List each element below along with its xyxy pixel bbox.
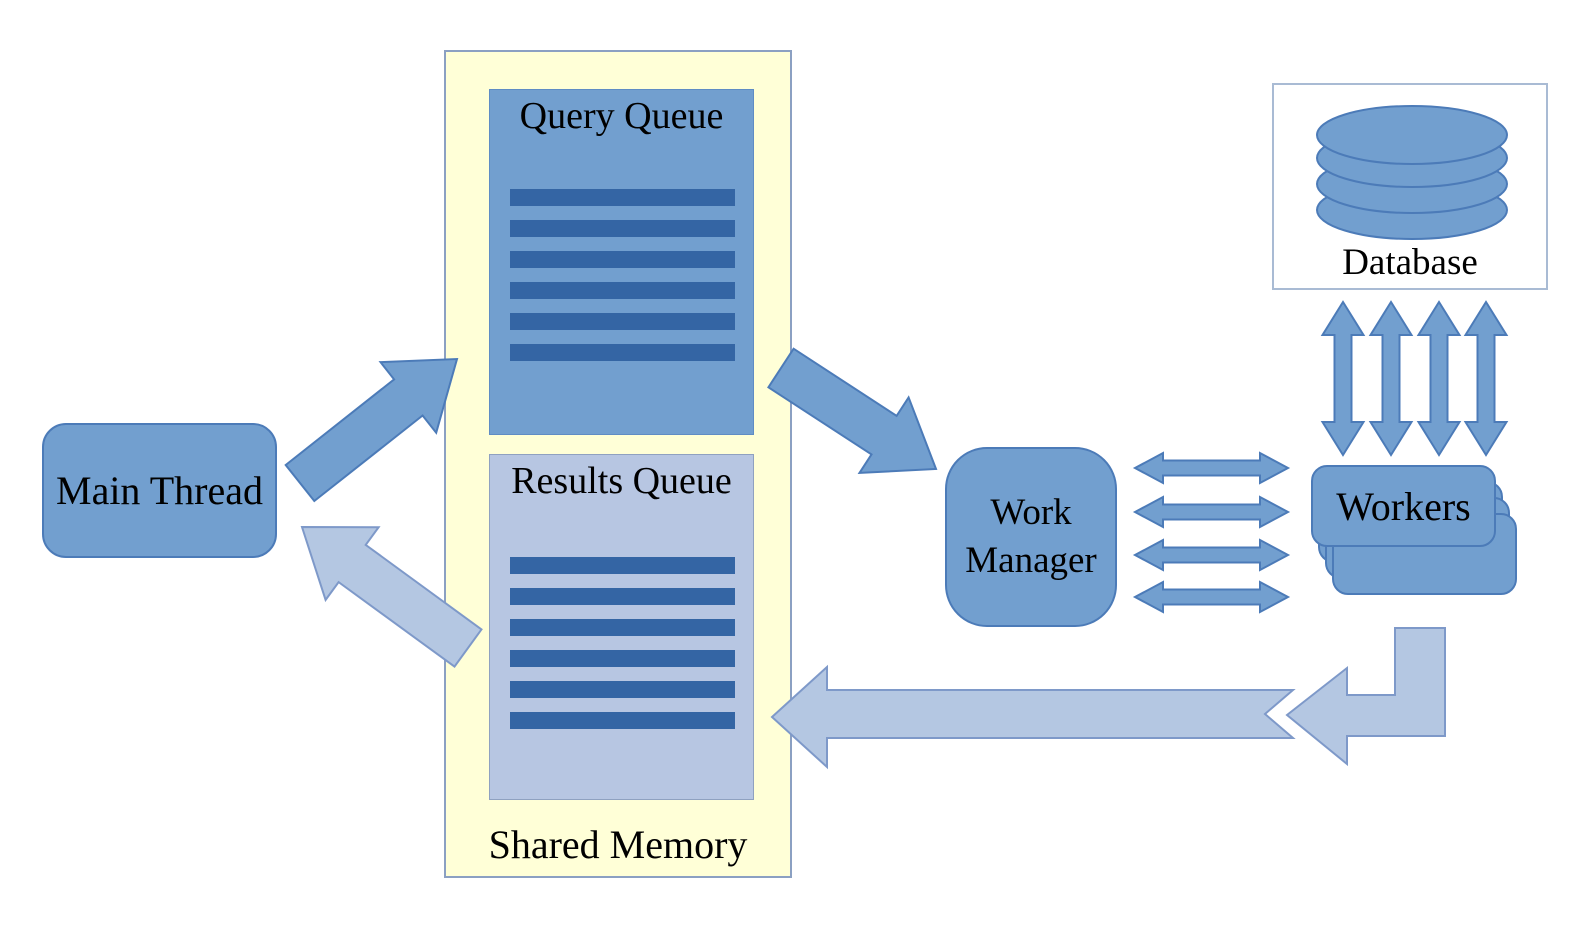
database-label: Database [1342, 242, 1478, 283]
queue-item-stripe [510, 282, 735, 299]
workers-label: Workers [1336, 483, 1471, 529]
queue-item-stripe [510, 557, 735, 574]
arrow-workers-database-4 [1463, 300, 1509, 457]
node-query-queue: Query Queue [489, 89, 754, 435]
arrow-query-queue-to-work-manager [767, 347, 938, 474]
node-main-thread: Main Thread [42, 423, 277, 558]
arrow-work-manager-workers-1 [1132, 451, 1291, 485]
arrow-workers-database-3 [1416, 300, 1462, 457]
queue-item-stripe [510, 189, 735, 206]
arrow-work-manager-workers-4 [1132, 580, 1291, 614]
node-work-manager: Work Manager [945, 447, 1117, 627]
arrow-work-manager-workers-3 [1132, 538, 1291, 572]
main-thread-label: Main Thread [56, 468, 263, 513]
queue-item-stripe [510, 251, 735, 268]
shared-memory-label: Shared Memory [488, 822, 748, 867]
node-database: Database [1272, 83, 1548, 290]
query-queue-label: Query Queue [519, 95, 724, 137]
queue-item-stripe [510, 344, 735, 361]
query-queue-items [510, 189, 735, 375]
queue-item-stripe [510, 313, 735, 330]
queue-item-stripe [510, 619, 735, 636]
queue-item-stripe [510, 220, 735, 237]
queue-item-stripe [510, 712, 735, 729]
queue-item-stripe [510, 588, 735, 605]
arrow-workers-database-1 [1320, 300, 1366, 457]
arrow-workers-database-2 [1368, 300, 1414, 457]
work-manager-label: Work Manager [965, 491, 1097, 581]
queue-item-stripe [510, 681, 735, 698]
results-queue-items [510, 557, 735, 743]
arrow-workers-to-results-long [770, 664, 1296, 770]
arrow-work-manager-workers-2 [1132, 495, 1291, 529]
worker-box: Workers [1311, 465, 1496, 547]
node-shared-memory: Query Queue Results Queue Shared Memory [444, 50, 792, 878]
database-icon [1316, 105, 1508, 240]
results-queue-label: Results Queue [511, 460, 732, 502]
arrow-main-thread-to-query-queue [284, 357, 459, 503]
arrow-workers-to-results-elbow [1285, 627, 1446, 767]
queue-item-stripe [510, 650, 735, 667]
node-results-queue: Results Queue [489, 454, 754, 800]
